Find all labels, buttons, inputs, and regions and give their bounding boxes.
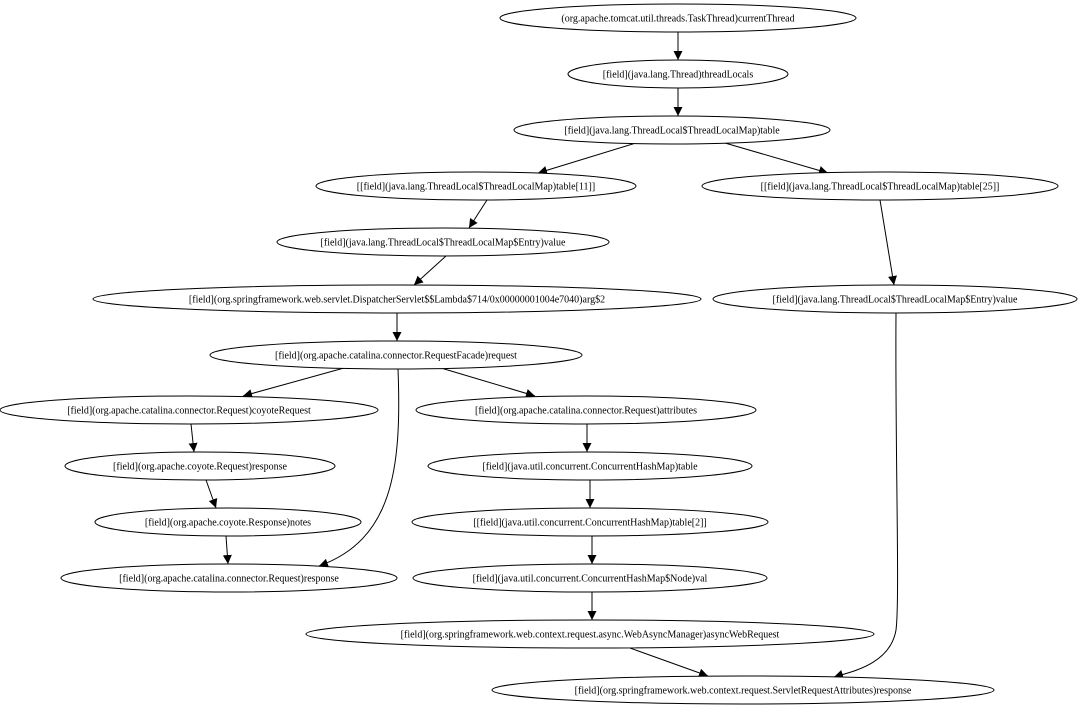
node-table-11: [[field](java.lang.ThreadLocal$ThreadLoc…	[315, 171, 637, 201]
node-request-facade: [field](org.apache.catalina.connector.Re…	[209, 340, 583, 370]
edge-request-facade-to-catalina-response	[318, 368, 400, 568]
node-coyote-request: [field](org.apache.catalina.connector.Re…	[0, 395, 379, 425]
node-entry-value-b: [field](java.lang.ThreadLocal$ThreadLoca…	[712, 284, 1078, 314]
node-ellipse	[712, 284, 1078, 314]
node-label: [field](org.apache.coyote.Request)respon…	[113, 462, 287, 473]
node-ellipse	[276, 227, 610, 257]
node-coyote-response: [field](org.apache.coyote.Request)respon…	[64, 451, 336, 481]
node-ellipse	[64, 451, 336, 481]
node-chm-table-2: [[field](java.util.concurrent.Concurrent…	[411, 507, 769, 537]
node-label: [[field](java.lang.ThreadLocal$ThreadLoc…	[761, 182, 1000, 193]
node-ellipse	[94, 507, 362, 537]
node-label: [field](java.lang.Thread)threadLocals	[603, 70, 754, 81]
node-label: [field](org.apache.coyote.Response)notes	[145, 518, 311, 529]
node-label: [[field](java.lang.ThreadLocal$ThreadLoc…	[357, 182, 595, 193]
node-ellipse	[491, 675, 995, 705]
node-label: [field](java.lang.ThreadLocal$ThreadLoca…	[564, 126, 780, 137]
node-label: (org.apache.tomcat.util.threads.TaskThre…	[561, 14, 794, 25]
node-catalina-response: [field](org.apache.catalina.connector.Re…	[60, 563, 398, 593]
node-ellipse	[701, 171, 1059, 201]
edge-async-web-request-to-servlet-response	[629, 647, 709, 678]
edge-request-facade-to-attributes	[440, 367, 536, 398]
node-label: [field](org.apache.catalina.connector.Re…	[475, 406, 697, 417]
node-label: [[field](java.util.concurrent.Concurrent…	[473, 518, 707, 529]
node-ellipse	[412, 563, 768, 593]
node-current-thread: (org.apache.tomcat.util.threads.TaskThre…	[499, 3, 857, 33]
node-label: [field](org.apache.catalina.connector.Re…	[275, 351, 517, 362]
edge-entry-value-a-to-lambda-arg	[413, 255, 447, 286]
node-chm-table: [field](java.util.concurrent.ConcurrentH…	[427, 451, 753, 481]
node-ellipse	[427, 451, 753, 481]
node-async-web-request: [field](org.springframework.web.context.…	[305, 619, 875, 649]
node-servlet-response: [field](org.springframework.web.context.…	[491, 675, 995, 705]
node-node-val: [field](java.util.concurrent.ConcurrentH…	[412, 563, 768, 593]
edge-tlmap-table-to-table-25	[724, 142, 829, 175]
edge-entry-value-b-to-servlet-response	[833, 312, 899, 679]
node-label: [field](java.util.concurrent.ConcurrentH…	[473, 574, 708, 585]
node-thread-locals: [field](java.lang.Thread)threadLocals	[567, 59, 789, 89]
node-label: [field](java.lang.ThreadLocal$ThreadLoca…	[773, 295, 1018, 306]
node-tlmap-table: [field](java.lang.ThreadLocal$ThreadLoca…	[513, 115, 831, 145]
node-ellipse	[305, 619, 875, 649]
node-ellipse	[60, 563, 398, 593]
node-label: [field](org.apache.catalina.connector.Re…	[119, 574, 339, 585]
edge-request-facade-to-coyote-request	[242, 367, 345, 398]
node-ellipse	[0, 395, 379, 425]
node-label: [field](java.lang.ThreadLocal$ThreadLoca…	[321, 238, 566, 249]
edge-coyote-request-to-coyote-response	[188, 423, 198, 453]
node-entry-value-a: [field](java.lang.ThreadLocal$ThreadLoca…	[276, 227, 610, 257]
node-label: [field](org.apache.catalina.connector.Re…	[67, 406, 311, 417]
node-ellipse	[209, 340, 583, 370]
node-lambda-arg: [field](org.springframework.web.servlet.…	[92, 284, 702, 314]
node-ellipse	[567, 59, 789, 89]
node-ellipse	[315, 171, 637, 201]
node-ellipse	[513, 115, 831, 145]
node-label: [field](org.springframework.web.context.…	[575, 686, 912, 697]
edge-notes-to-catalina-response	[222, 535, 232, 565]
node-ellipse	[411, 507, 769, 537]
node-attributes: [field](org.apache.catalina.connector.Re…	[415, 395, 757, 425]
node-notes: [field](org.apache.coyote.Response)notes	[94, 507, 362, 537]
edge-table-11-to-entry-value-a	[468, 199, 488, 229]
node-ellipse	[499, 3, 857, 33]
edge-coyote-response-to-notes	[205, 479, 218, 509]
node-ellipse	[415, 395, 757, 425]
edge-table-25-to-entry-value-b	[879, 199, 897, 286]
nodes-layer: (org.apache.tomcat.util.threads.TaskThre…	[0, 3, 1078, 705]
node-label: [field](java.util.concurrent.ConcurrentH…	[482, 462, 698, 473]
edges-layer	[188, 32, 899, 679]
node-label: [field](org.springframework.web.servlet.…	[189, 295, 605, 306]
node-label: [field](org.springframework.web.context.…	[401, 630, 780, 641]
node-table-25: [[field](java.lang.ThreadLocal$ThreadLoc…	[701, 171, 1059, 201]
node-ellipse	[92, 284, 702, 314]
edge-tlmap-table-to-table-11	[537, 142, 637, 175]
